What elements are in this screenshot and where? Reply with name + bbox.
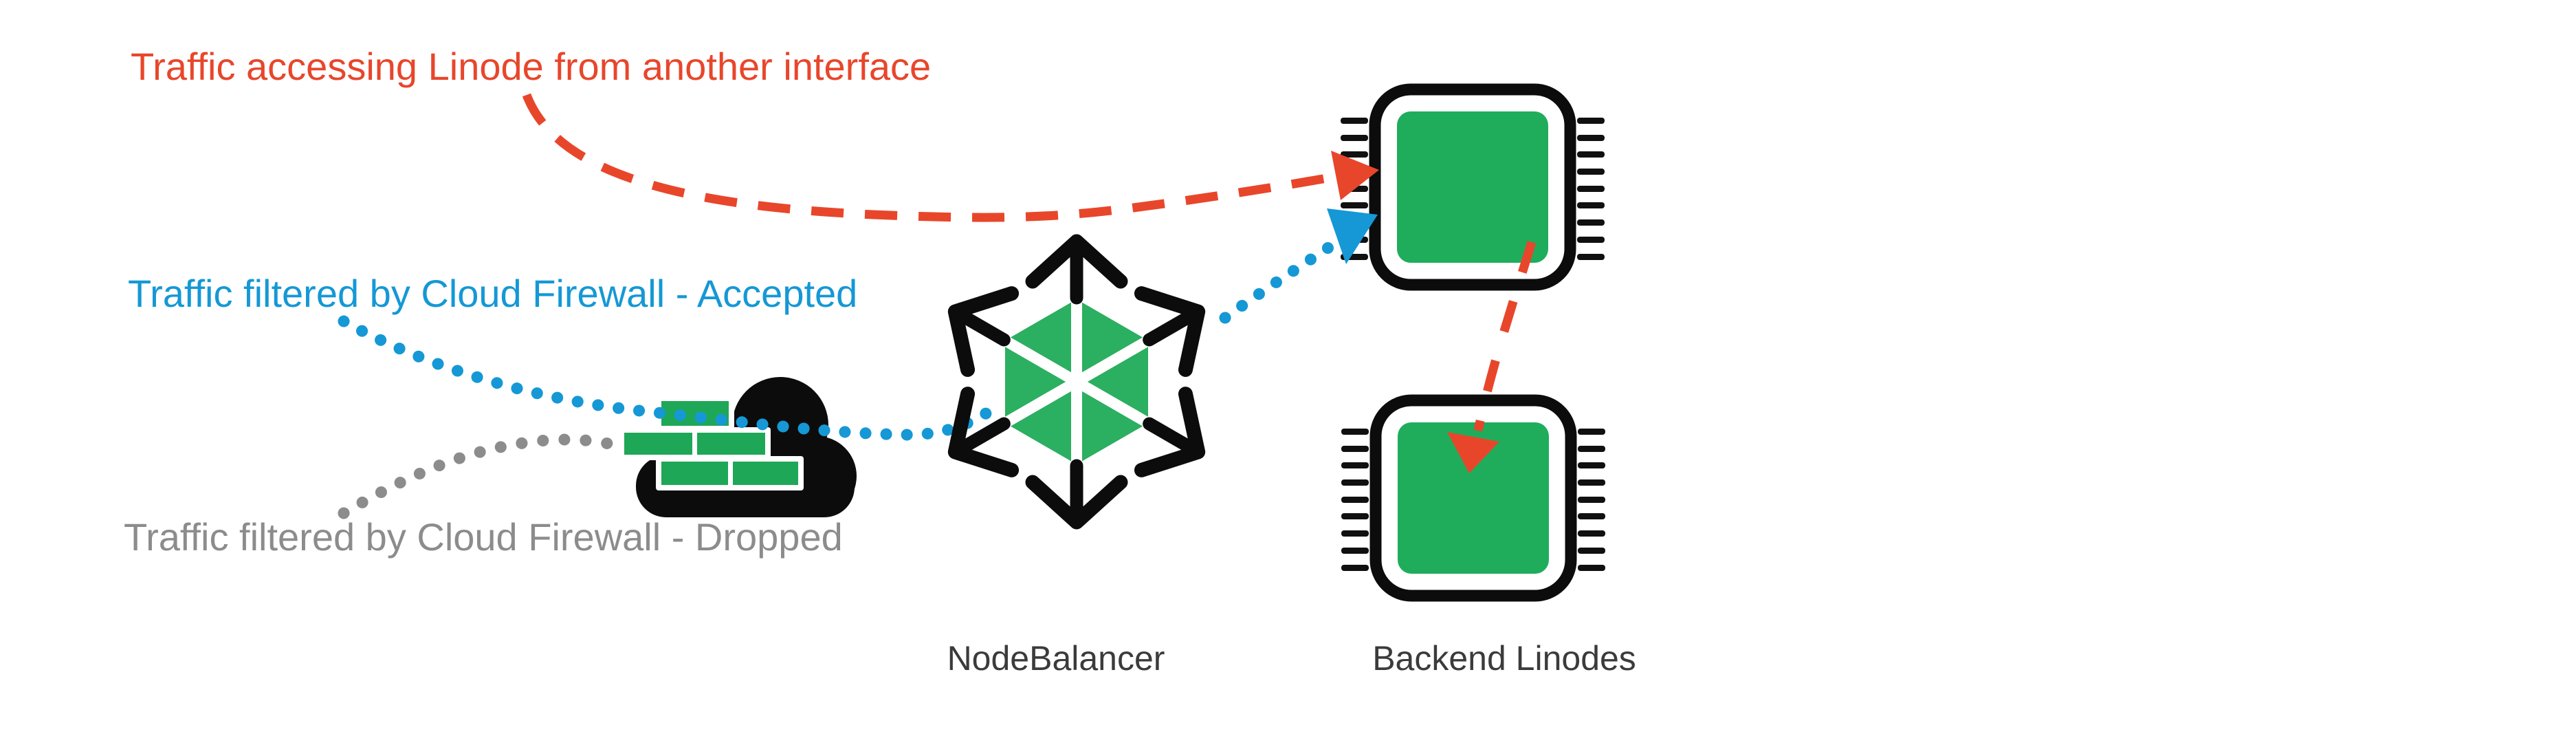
another-interface-route-line [522,93,1354,222]
firewall-bricks [624,401,798,485]
linode-chip-icon-bottom [1341,400,1605,596]
blue-arrowhead-icon [1327,208,1378,264]
nodebalancer-spokes [1002,299,1151,464]
nodebalancer-arrows [947,234,1206,530]
linode-chip-icon-top [1341,89,1605,285]
linode-to-linode-route-line [1473,241,1537,432]
nodebalancer-label: NodeBalancer [947,639,1165,678]
dropped-route-line [338,433,624,519]
nodebalancer-icon [947,234,1206,530]
accepted-route-line-2 [1219,233,1347,324]
red-arrowhead-icon [1331,151,1379,200]
backend-linodes-label: Backend Linodes [1372,639,1636,678]
red-down-arrowhead-icon [1447,432,1499,473]
annotation-another-interface: Traffic accessing Linode from another in… [131,45,932,88]
annotation-dropped: Traffic filtered by Cloud Firewall - Dro… [124,515,843,559]
cloud-firewall-icon [619,377,857,517]
annotation-accepted: Traffic filtered by Cloud Firewall - Acc… [128,272,858,315]
